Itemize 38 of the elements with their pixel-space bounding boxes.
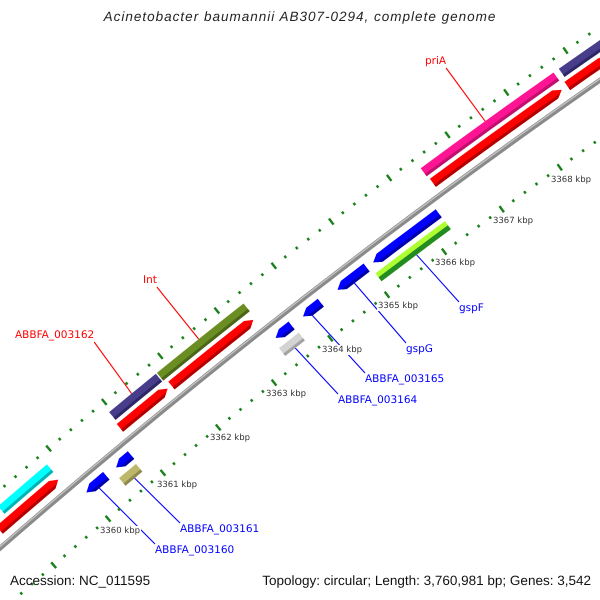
scale-label: 3360 kbp (98, 526, 142, 536)
gene-label: Int (143, 274, 157, 287)
leader-line (98, 488, 156, 544)
gene-label: ABBFA_003161 (180, 523, 260, 536)
gene-label: ABBFA_003162 (15, 329, 94, 342)
leader-line (134, 478, 180, 524)
scale-label: 3362 kbp (208, 433, 252, 443)
gene-label: ABBFA_003165 (365, 373, 444, 386)
gene-segment (168, 320, 254, 390)
gene-label: ABBFA_003160 (155, 544, 234, 557)
gene-segment (278, 332, 305, 356)
gene-segment (303, 298, 324, 317)
gene-segment (0, 480, 58, 534)
scale-label: 3366 kbp (434, 258, 476, 268)
gene-label: gspG (406, 343, 433, 356)
gene-label: ABBFA_003164 (338, 394, 418, 407)
gene-segment (116, 388, 168, 432)
scale-label: 3361 kbp (156, 480, 198, 490)
leader-line (446, 68, 486, 122)
gene-segment (276, 322, 295, 338)
gene-segment (86, 472, 110, 492)
gene-segment (116, 451, 134, 468)
genome-info-text: Topology: circular; Length: 3,760,981 bp; Genes: 3,542 (262, 573, 591, 588)
leader-line (416, 254, 460, 302)
scale-label: 3365 kbp (376, 301, 420, 311)
gene-label: gspF (459, 302, 484, 315)
accession-text: Accession: NC_011595 (10, 573, 150, 588)
scale-label: 3364 kbp (320, 345, 364, 355)
gene-segment (564, 58, 600, 90)
gene-segment (337, 264, 370, 290)
leader-line (354, 282, 406, 344)
gene-label: priA (425, 55, 446, 68)
leader-line (294, 348, 338, 394)
gene-segment (119, 464, 142, 486)
title: Acinetobacter baumannii AB307-0294, complete genome (102, 9, 498, 24)
scale-label: 3367 kbp (492, 216, 534, 226)
scale-label: 3368 kbp (550, 175, 592, 185)
scale-label: 3363 kbp (264, 389, 308, 399)
